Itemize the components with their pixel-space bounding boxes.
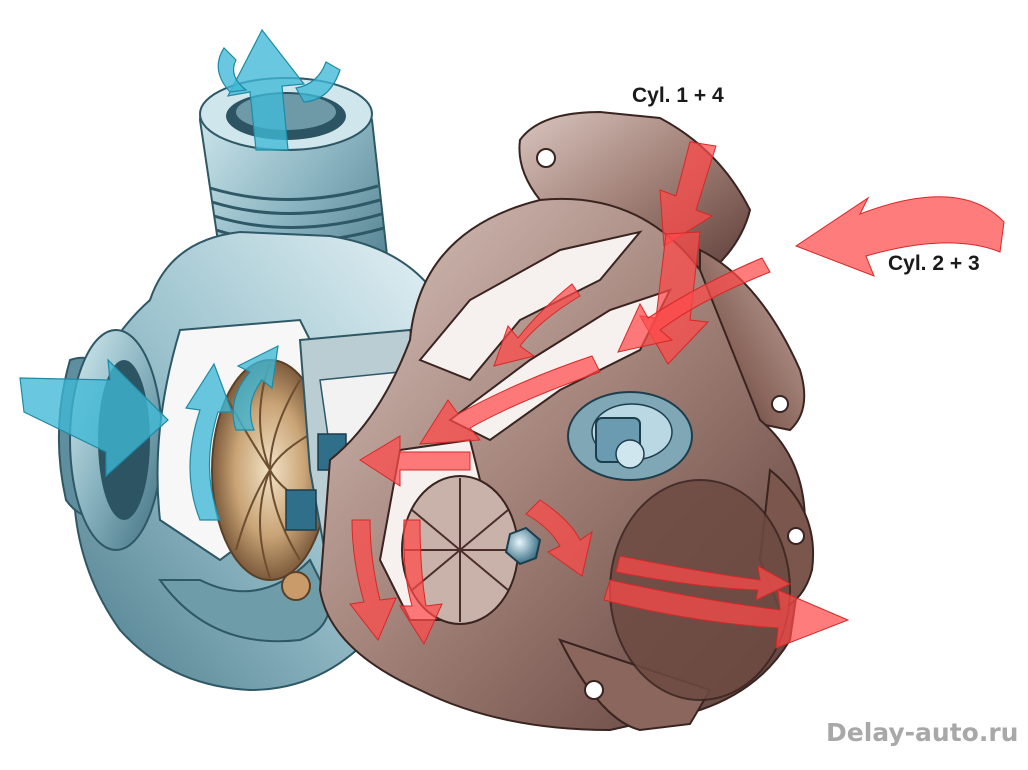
label-cyl-2-3: Cyl. 2 + 3: [888, 252, 980, 275]
turbine-housing: [318, 110, 814, 732]
red-arrow-icon: [349, 141, 1005, 649]
blue-arrow-icon: [19, 28, 341, 521]
watermark: Delay-auto.ru: [826, 718, 1019, 747]
label-cyl-1-4: Cyl. 1 + 4: [632, 84, 724, 107]
